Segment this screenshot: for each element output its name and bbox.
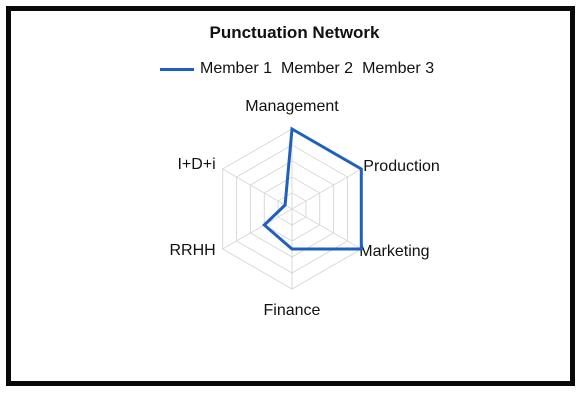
legend-entry-member-2: Member 2 — [281, 60, 354, 77]
axis-spoke-2 — [291, 208, 362, 250]
chart-legend: Member 1 Member 2 Member 3 — [160, 60, 443, 78]
axis-label-management: Management — [245, 98, 339, 115]
legend-entry-member-3: Member 3 — [362, 60, 435, 77]
series-line-member-1 — [262, 126, 363, 251]
axis-label-i-d-i: I+D+i — [177, 156, 215, 173]
legend-swatch-member-1 — [160, 67, 194, 71]
legend-entry-member-1: Member 1 — [200, 60, 273, 77]
axis-label-production: Production — [363, 158, 440, 175]
axis-label-rrhh: RRHH — [169, 242, 215, 259]
axis-spoke-4 — [222, 208, 293, 250]
axis-spoke-5 — [222, 168, 293, 210]
chart-title: Punctuation Network — [209, 23, 380, 42]
axis-label-marketing: Marketing — [359, 243, 429, 260]
axis-spoke-1 — [291, 168, 362, 210]
chart-frame — [6, 6, 575, 386]
axis-label-finance: Finance — [264, 302, 321, 319]
